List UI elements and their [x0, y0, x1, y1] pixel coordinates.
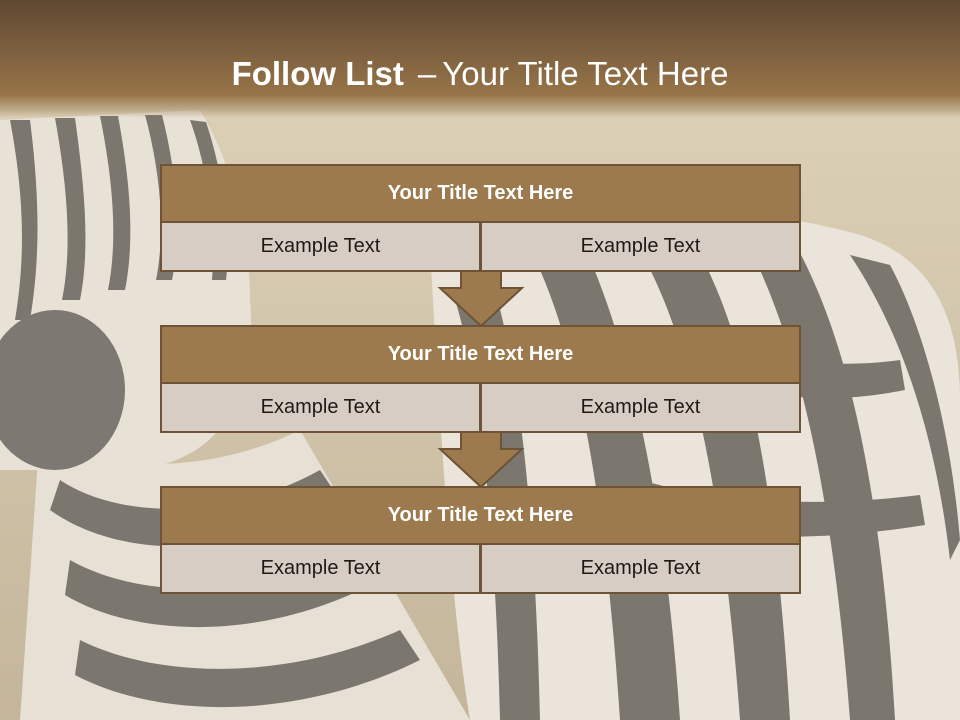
down-arrow-icon [437, 270, 525, 328]
block-cell-left: Example Text [160, 221, 481, 272]
down-arrow-icon [437, 431, 525, 489]
block-cell-left: Example Text [160, 382, 481, 433]
title-banner [0, 0, 960, 118]
block-cell-right: Example Text [480, 221, 801, 272]
list-block-1: Your Title Text Here Example Text Exampl… [160, 164, 801, 272]
block-title: Your Title Text Here [160, 325, 801, 384]
block-cell-right: Example Text [480, 543, 801, 594]
list-block-2: Your Title Text Here Example Text Exampl… [160, 325, 801, 433]
title-rest-text: Your Title Text Here [442, 55, 729, 92]
slide-title: Follow List–Your Title Text Here [0, 52, 960, 96]
title-bold-text: Follow List [231, 55, 404, 92]
block-cell-right: Example Text [480, 382, 801, 433]
block-title: Your Title Text Here [160, 164, 801, 223]
list-block-3: Your Title Text Here Example Text Exampl… [160, 486, 801, 594]
block-title: Your Title Text Here [160, 486, 801, 545]
block-cell-left: Example Text [160, 543, 481, 594]
title-separator: – [417, 55, 437, 92]
